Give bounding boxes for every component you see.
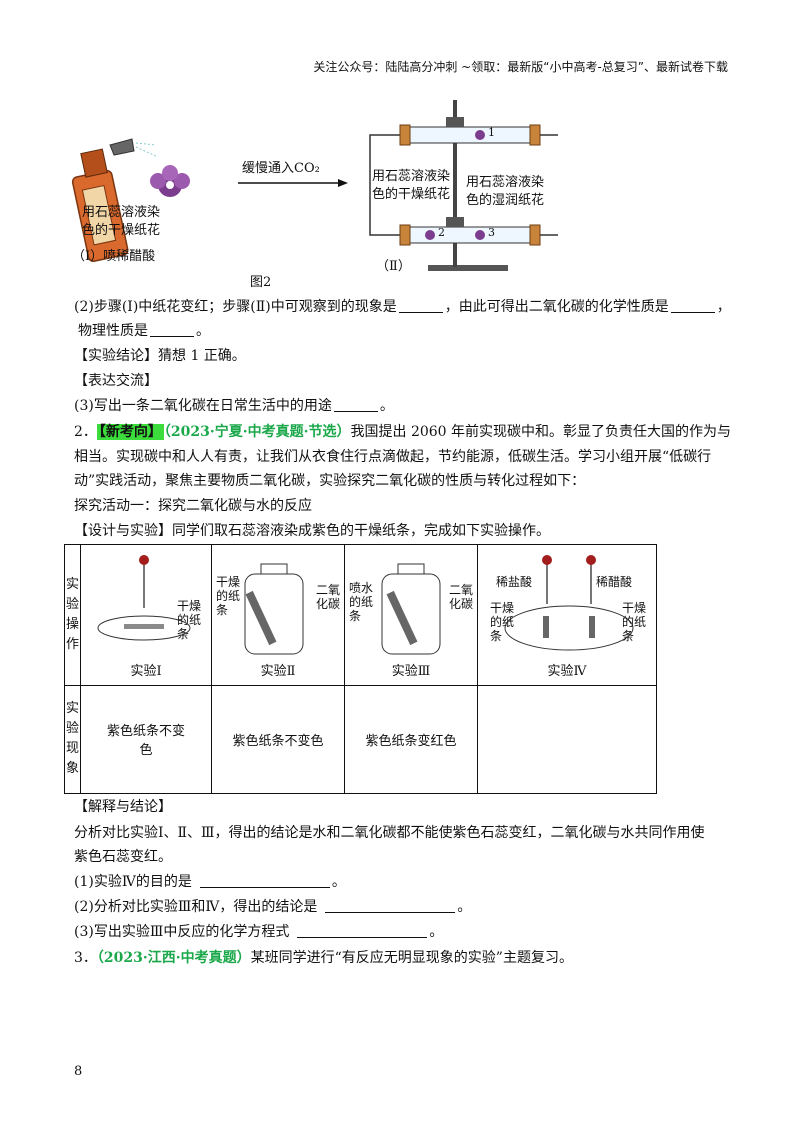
answer-blank[interactable]: [333, 397, 378, 412]
obs2-cell: 紫色纸条不变色: [211, 684, 346, 795]
explain-line1: 分析对比实验Ⅰ、Ⅱ、Ⅲ，得出的结论是水和二氧化碳都不能使紫色石蕊变红，二氧化碳与…: [74, 825, 705, 841]
exp2-drawing: [244, 563, 304, 655]
exp2-left-label: 干燥的纸条: [216, 575, 241, 617]
iron-stand-icon: [369, 100, 558, 271]
acetic-acid-label: 稀醋酸: [596, 575, 633, 589]
explain-q3: (3)写出实验Ⅲ中反应的化学方程式。: [74, 923, 444, 940]
answer-blank[interactable]: [325, 898, 456, 913]
exp3-caption: 实验Ⅲ: [391, 664, 431, 680]
exp1-cell: 干燥的纸条 实验Ⅰ: [80, 544, 213, 686]
answer-blank[interactable]: [398, 298, 443, 313]
tube-number-2: 2: [438, 226, 445, 239]
problem-2-line1: 2．【新考向】（2023·宁夏·中考真题·节选）我国提出 2060 年前实现碳中…: [74, 424, 732, 440]
figure-2-drawing: [71, 100, 558, 271]
answer-blank[interactable]: [199, 873, 330, 888]
conclusion-line: 【实验结论】猜想 1 正确。: [74, 348, 246, 364]
exp1-drawing: [97, 555, 191, 641]
new-direction-tag: 【新考向】: [96, 424, 164, 440]
design-line: 【设计与实验】同学们取石蕊溶液染成紫色的干燥纸条，完成如下实验操作。: [74, 523, 550, 539]
problem-3: 3．（2023·江西·中考真题）某班同学进行“有反应无明显现象的实验”主题复习。: [74, 950, 573, 966]
q2-line1: (2)步骤(Ⅰ)中纸花变红；步骤(Ⅱ)中可观察到的现象是，由此可得出二氧化碳的化…: [74, 298, 731, 315]
q2-line2: 物理性质是。: [78, 322, 210, 339]
exp4-drawing: [504, 555, 634, 651]
exp1-caption: 实验Ⅰ: [130, 664, 162, 680]
problem-3-source: （2023·江西·中考真题）: [96, 950, 251, 966]
operation-header: 实验操作: [63, 544, 82, 686]
exp2-caption: 实验Ⅱ: [260, 664, 296, 680]
activity-line: 探究活动一：探究二氧化碳与水的反应: [74, 498, 312, 514]
exp2-right-label: 二氧化碳: [316, 583, 341, 611]
problem-2-line3: 动”实践活动，聚焦主要物质二氧化碳，实验探究二氧化碳的性质与转化过程如下：: [74, 473, 586, 489]
explain-q2: (2)分析对比实验Ⅲ和Ⅳ，得出的结论是。: [74, 898, 472, 915]
observation-row: 实验现象 紫色纸条不变 色 紫色纸条不变色 紫色纸条变红色: [63, 684, 658, 795]
exchange-head: 【表达交流】: [74, 373, 158, 389]
answer-blank[interactable]: [670, 298, 715, 313]
spray-bottle-icon: [71, 138, 159, 263]
dropper-bulb-icon: [586, 555, 597, 566]
exp2-cell: 干燥的纸条 二氧化碳 实验Ⅱ: [211, 544, 346, 686]
q3-line: (3)写出一条二氧化碳在日常生活中的用途。: [74, 397, 394, 414]
exp3-cell: 喷水的纸条 二氧化碳 实验Ⅲ: [344, 544, 479, 686]
figure-caption: 图2: [250, 275, 272, 290]
problem-2-line2: 相当。实现碳中和人人有责，让我们从衣食住行点滴做起，节约能源，低碳生活。学习小组…: [74, 449, 712, 465]
dry-flower-label-1: 用石蕊溶液染: [372, 169, 451, 184]
step2-label: （Ⅱ）: [376, 259, 411, 274]
exp3-right-label: 二氧化碳: [449, 583, 474, 611]
flower-label-2: 色的干燥纸花: [82, 223, 161, 238]
exp4-right-label: 干燥的纸条: [622, 601, 647, 643]
exp3-left-label: 喷水的纸条: [349, 581, 374, 623]
explain-head: 【解释与结论】: [74, 799, 172, 815]
obs4-cell: [477, 684, 658, 795]
step1-label: （Ⅰ）喷稀醋酸: [72, 249, 156, 264]
obs3-cell: 紫色纸条变红色: [344, 684, 479, 795]
problem-2-source: （2023·宁夏·中考真题·节选）: [163, 424, 351, 440]
dropper-bulb-icon: [139, 555, 150, 566]
answer-blank[interactable]: [297, 923, 428, 938]
tube-number-3: 3: [488, 226, 495, 239]
exp1-label: 干燥的纸条: [177, 599, 202, 641]
observation-header: 实验现象: [63, 684, 82, 795]
hydrochloric-acid-label: 稀盐酸: [496, 575, 533, 589]
experiment-table: 实验操作 干燥的纸条 实验Ⅰ 干燥的纸条 二氧化: [63, 544, 658, 795]
figure-2: 用石蕊溶液染 色的干燥纸花 （Ⅰ）喷稀醋酸 缓慢通入CO₂ 用石蕊溶液染 色的干…: [70, 95, 630, 290]
operation-row: 实验操作 干燥的纸条 实验Ⅰ 干燥的纸条 二氧化: [63, 544, 658, 686]
paper-flower-icon: [150, 165, 190, 197]
answer-blank[interactable]: [150, 322, 194, 337]
explain-line2: 紫色石蕊变红。: [74, 849, 172, 865]
dry-flower-label-2: 色的干燥纸花: [372, 187, 451, 202]
obs1-cell: 紫色纸条不变 色: [80, 684, 213, 795]
exp4-left-label: 干燥的纸条: [490, 601, 515, 643]
exp4-cell: 稀盐酸 稀醋酸 干燥的纸条 干燥的纸条 实验Ⅳ: [477, 544, 658, 686]
wet-flower-label-1: 用石蕊溶液染: [466, 175, 545, 190]
page-number: 8: [74, 1064, 83, 1079]
explain-q1: (1)实验Ⅳ的目的是。: [74, 873, 346, 890]
tube-number-1: 1: [488, 126, 495, 139]
dropper-bulb-icon: [542, 555, 553, 566]
exp3-drawing: [381, 563, 441, 655]
page-header: 关注公众号：陆陆高分冲刺 ~领取：最新版“小中高考-总复习”、最新试卷下载: [313, 60, 728, 74]
wet-flower-label-2: 色的湿润纸花: [466, 193, 545, 208]
exp4-caption: 实验Ⅳ: [547, 664, 587, 680]
arrow-head-icon: [338, 179, 348, 187]
arrow-label: 缓慢通入CO₂: [242, 161, 320, 176]
flower-label-1: 用石蕊溶液染: [82, 205, 161, 220]
